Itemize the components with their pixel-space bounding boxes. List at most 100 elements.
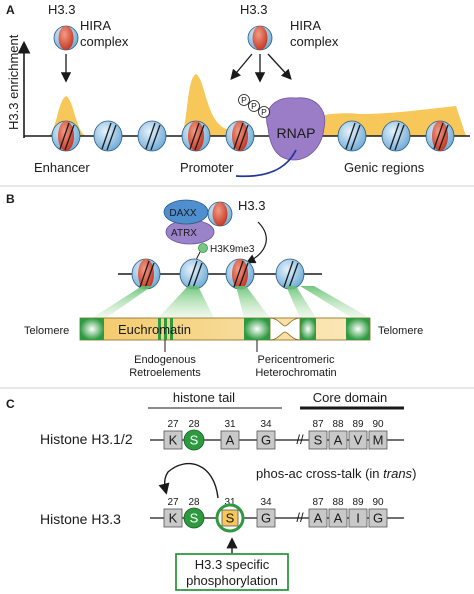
centromere (269, 317, 301, 341)
pericentromeric-band (244, 318, 270, 340)
panel-c-letter: C (6, 397, 15, 411)
enrichment-axis-label: H3.3 enrichment (6, 34, 21, 130)
residue-position: 87 (312, 497, 324, 508)
nucleosome (137, 120, 167, 152)
phospho-circle (238, 94, 250, 106)
residue-circle (183, 429, 205, 451)
residue-position: 34 (260, 497, 272, 508)
telomere-right-band (346, 318, 370, 340)
rnap-label: RNAP (277, 125, 316, 141)
residue-box (256, 430, 276, 450)
crosstalk-trans: trans (383, 466, 412, 481)
residue-position: 89 (352, 497, 364, 508)
retroelements-label: Retroelements (129, 367, 201, 379)
h33-nucleosome (181, 120, 211, 152)
arrow-promoter-left (230, 53, 253, 80)
residue-box (308, 508, 328, 528)
specific-phospho-box (175, 553, 289, 591)
crosstalk-label: phos-ac cross-talk (in trans) (256, 466, 416, 481)
nucleosome (93, 120, 123, 152)
daxx-atrx-complex: ATRX DAXX H3.3 H3K9me3 (163, 198, 267, 265)
panel-c: C histone tail Core domain Histone H3.1/… (6, 390, 416, 591)
residue-circle (183, 507, 205, 529)
residue-box (348, 430, 368, 450)
residue-position: 89 (352, 419, 364, 430)
residue-letter: S (226, 511, 235, 526)
residue-box (220, 430, 240, 450)
phospho-circle (258, 106, 270, 118)
residue-position: 34 (260, 419, 272, 430)
residue-letter: I (356, 511, 360, 526)
row1-label: Histone H3.1/2 (40, 431, 133, 447)
arrow-promoter-right (267, 53, 292, 80)
euchromatin-label: Euchromatin (118, 322, 191, 337)
h3k9me3-mark (198, 243, 208, 253)
residue-position: 90 (372, 497, 384, 508)
fan-pericentromeric-right (286, 286, 316, 318)
promoter-label: Promoter (180, 160, 234, 175)
residue-letter: S (190, 433, 199, 448)
residue-box (368, 430, 388, 450)
residue-position: 27 (167, 497, 179, 508)
fan-telomere-right (300, 286, 370, 318)
nucleosome (275, 258, 305, 290)
specific-phospho-line2: phosphorylation (186, 573, 278, 588)
nucleosome (337, 120, 367, 152)
residue-position: 28 (188, 419, 200, 430)
residue-letter: K (169, 511, 178, 526)
histone-tail-label: histone tail (173, 390, 235, 405)
crosstalk-close: ) (412, 466, 416, 481)
enrichment-peak-promoter (180, 74, 244, 136)
fan-pericentromeric (236, 286, 270, 318)
rna-transcript (235, 149, 297, 178)
residue-position: 88 (332, 419, 344, 430)
phospho-label: P (261, 107, 267, 117)
residue-box (368, 508, 388, 528)
pericentromeric-label: Pericentromeric (257, 354, 335, 366)
panel-a: A H3.3 enrichment H3.3 HIRA complex H3.3… (6, 2, 470, 178)
h33-nucleosome (425, 120, 455, 152)
residue-letter: A (334, 433, 343, 448)
residue-position: 31 (224, 497, 236, 508)
retro-band (164, 318, 167, 340)
residue-letter: M (373, 433, 384, 448)
h33-label-b: H3.3 (238, 198, 265, 213)
sequence-break: // (296, 432, 304, 447)
crosstalk-arrow (158, 463, 219, 499)
hira-complex-right: H3.3 HIRA complex (230, 2, 339, 83)
residue-box (328, 508, 348, 528)
residue-position: 90 (372, 419, 384, 430)
nucleosome (179, 258, 209, 290)
h33-nucleosome-icon (247, 25, 273, 51)
rnap: RNAP (235, 97, 326, 178)
deposition-arrow (245, 221, 267, 264)
phospho-marks: P P P (238, 94, 270, 118)
h33-nucleosome (225, 120, 255, 152)
residue-position: 87 (312, 419, 324, 430)
crosstalk-text: phos-ac cross-talk (in (256, 466, 383, 481)
h33-nucleosome-icon (207, 201, 233, 227)
complex-label-left: complex (80, 34, 129, 49)
pericentromeric-band (300, 318, 316, 340)
sequence-break: // (296, 510, 304, 525)
residue-box (328, 430, 348, 450)
residue-letter: V (354, 433, 363, 448)
residue-box (348, 508, 368, 528)
daxx-label: DAXX (169, 208, 197, 219)
h33-nucleosome (225, 258, 255, 290)
h33-label-right: H3.3 (240, 2, 267, 17)
panel-b-letter: B (6, 192, 15, 206)
telomere-left-label: Telomere (24, 325, 69, 337)
residue-position: 27 (167, 419, 179, 430)
core-domain-label: Core domain (313, 390, 387, 405)
chromosome: Euchromatin (79, 317, 371, 341)
residue-letter: A (314, 511, 323, 526)
fan-retroelements (158, 286, 214, 318)
hira-label-left: HIRA (80, 18, 111, 33)
atrx-label: ATRX (171, 228, 197, 239)
residue-letter: S (190, 511, 199, 526)
h33-nucleosome-icon (53, 25, 79, 51)
retro-band (158, 318, 161, 340)
